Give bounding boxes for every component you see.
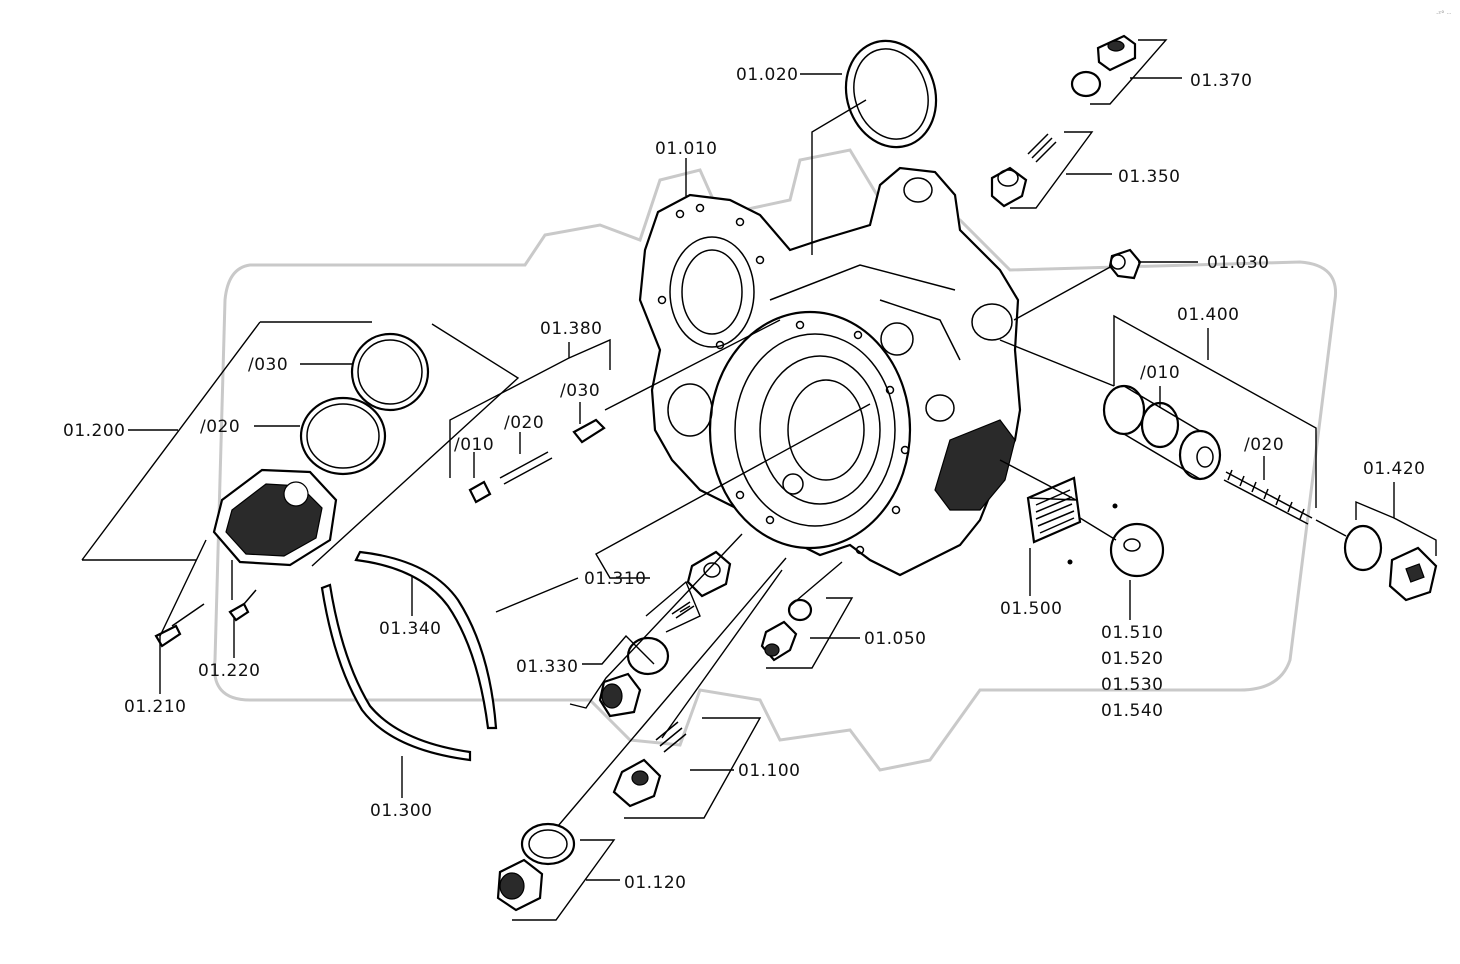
part-plate-01500: [1026, 476, 1082, 544]
part-plug-01370: [1070, 34, 1137, 98]
housing-front-bore-2: [759, 355, 881, 505]
label-01210: 01.210: [124, 697, 186, 717]
housing-port-right: [971, 303, 1013, 341]
label-01420: 01.420: [1363, 459, 1425, 479]
label-01400: 01.400: [1177, 305, 1239, 325]
housing-front-flange: [708, 310, 912, 550]
housing-plug-seat: [782, 473, 804, 495]
label-01200-030: /030: [248, 355, 288, 375]
part-valve-01050: [760, 598, 813, 662]
label-01380: 01.380: [540, 319, 602, 339]
part-piston-01100: [612, 721, 687, 808]
label-01540: 01.540: [1101, 701, 1163, 721]
label-01530: 01.530: [1101, 675, 1163, 695]
label-01030: 01.030: [1207, 253, 1269, 273]
part-ball-01510: [1067, 503, 1165, 578]
part-valve-01380: [468, 418, 606, 504]
part-cap-01330: [598, 636, 670, 718]
label-01100: 01.100: [738, 761, 800, 781]
label-01400-020: /020: [1244, 435, 1284, 455]
label-01330: 01.330: [516, 657, 578, 677]
housing-boss-1: [880, 322, 914, 356]
part-labels: 01.020 01.370 01.010 01.350 01.030 01.40…: [63, 65, 1425, 893]
leader-lines: [81, 39, 1437, 921]
housing-rib-2: [879, 299, 961, 361]
part-snap-ring-01340: [354, 550, 498, 730]
label-01310: 01.310: [584, 569, 646, 589]
label-01380-030: /030: [560, 381, 600, 401]
part-plug-01420: [1343, 524, 1438, 602]
label-01200: 01.200: [63, 421, 125, 441]
part-valve-spool-01400: [1102, 384, 1222, 481]
housing-valve-body: [934, 419, 1016, 511]
label-01340: 01.340: [379, 619, 441, 639]
label-01050: 01.050: [864, 629, 926, 649]
housing-rib-1: [769, 264, 956, 301]
part-spring-sleeve-01350: [990, 133, 1057, 208]
label-01120: 01.120: [624, 873, 686, 893]
part-valve-spring-01400-020: [1223, 469, 1313, 525]
label-01300: 01.300: [370, 801, 432, 821]
label-01370: 01.370: [1190, 71, 1252, 91]
label-01020: 01.020: [736, 65, 798, 85]
label-01010: 01.010: [655, 139, 717, 159]
housing-rear-bore-inner: [681, 249, 743, 335]
part-bushing-01030: [1108, 248, 1142, 280]
label-01380-010: /010: [454, 435, 494, 455]
housing-front-bore-1: [734, 333, 896, 527]
label-01400-010: /010: [1140, 363, 1180, 383]
label-01520: 01.520: [1101, 649, 1163, 669]
label-01500: 01.500: [1000, 599, 1062, 619]
part-filter-01200: [212, 332, 430, 567]
label-01510: 01.510: [1101, 623, 1163, 643]
part-bolts-01210-01220: [154, 589, 257, 648]
housing-port-top: [903, 177, 933, 203]
part-snap-ring-01300: [320, 583, 472, 762]
transmission-housing: [638, 166, 1022, 577]
watermark-corner-mark: ·²° ··: [1436, 10, 1451, 18]
housing-front-bore-3: [787, 379, 865, 481]
part-seal-ring-01020: [844, 39, 938, 149]
part-plug-01310: [671, 550, 732, 619]
housing-port-left: [667, 383, 713, 437]
label-01350: 01.350: [1118, 167, 1180, 187]
label-01200-020: /020: [200, 417, 240, 437]
housing-rear-bore: [669, 236, 755, 348]
housing-port-mid: [925, 394, 955, 422]
housing-bolt-holes: [657, 203, 910, 555]
label-01220: 01.220: [198, 661, 260, 681]
part-plug-01120: [496, 822, 576, 912]
label-01380-020: /020: [504, 413, 544, 433]
